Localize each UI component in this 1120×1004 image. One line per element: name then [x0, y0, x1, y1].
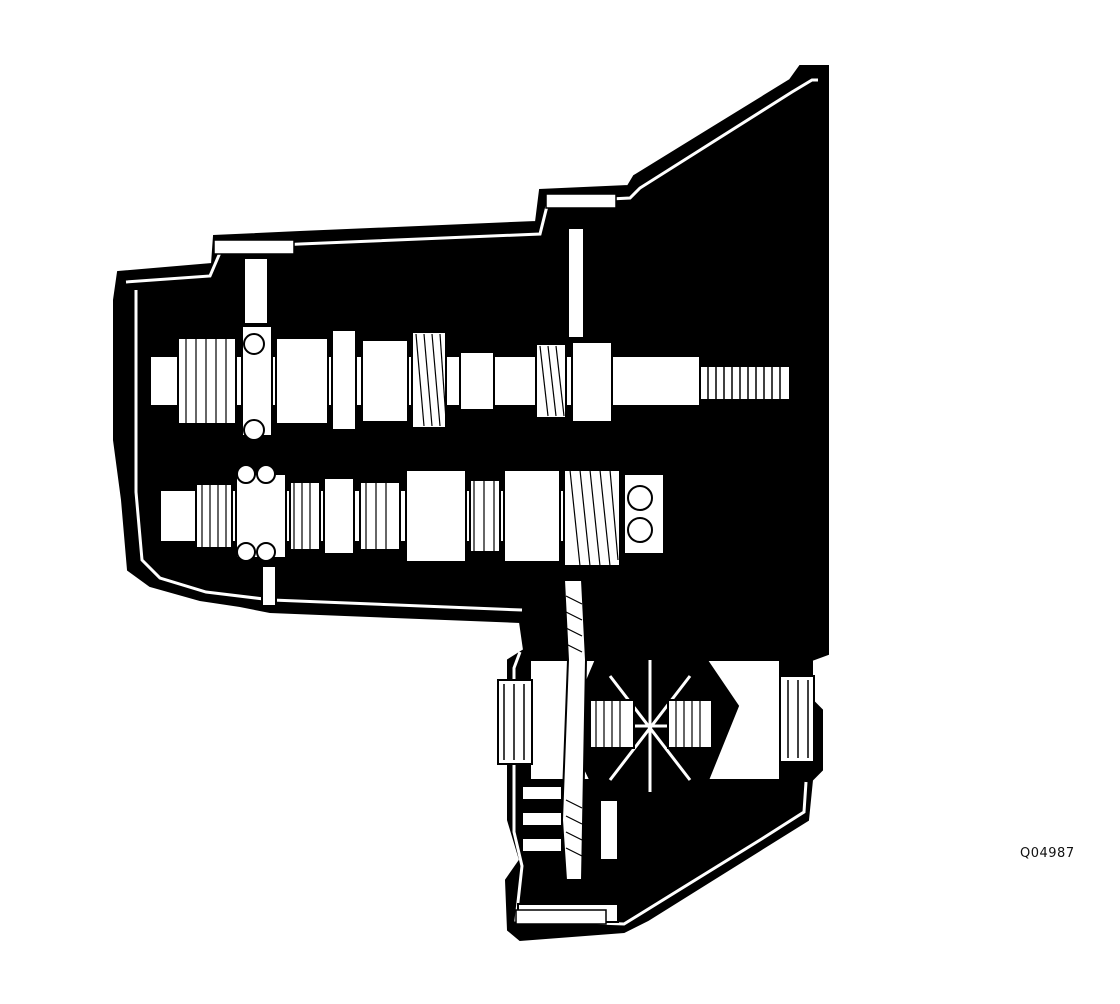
gear-block — [275, 337, 329, 425]
differential — [497, 649, 815, 801]
diff-bearing-left — [497, 679, 533, 765]
housing-bolts — [213, 193, 617, 925]
diff-bearing-right — [779, 675, 815, 763]
input-shaft-splines — [707, 366, 781, 400]
side-gear-right — [667, 699, 713, 749]
output-gear-teeth — [201, 469, 619, 567]
gear-block — [289, 481, 321, 551]
gear-block — [469, 479, 501, 553]
synchronizer — [331, 329, 357, 431]
input-gear-teeth — [185, 333, 565, 427]
gear-block — [405, 469, 467, 563]
gear-block — [359, 481, 401, 551]
bearing — [571, 341, 613, 423]
ring-gear — [560, 579, 588, 881]
figure-id-label: Q04987 — [1020, 846, 1075, 861]
housing-web — [243, 227, 585, 607]
bearing-balls — [236, 333, 653, 562]
gear-block — [503, 469, 561, 563]
gear-block — [177, 337, 237, 425]
gear-block — [459, 351, 495, 411]
gear-block — [361, 339, 409, 423]
synchronizer — [323, 477, 355, 555]
